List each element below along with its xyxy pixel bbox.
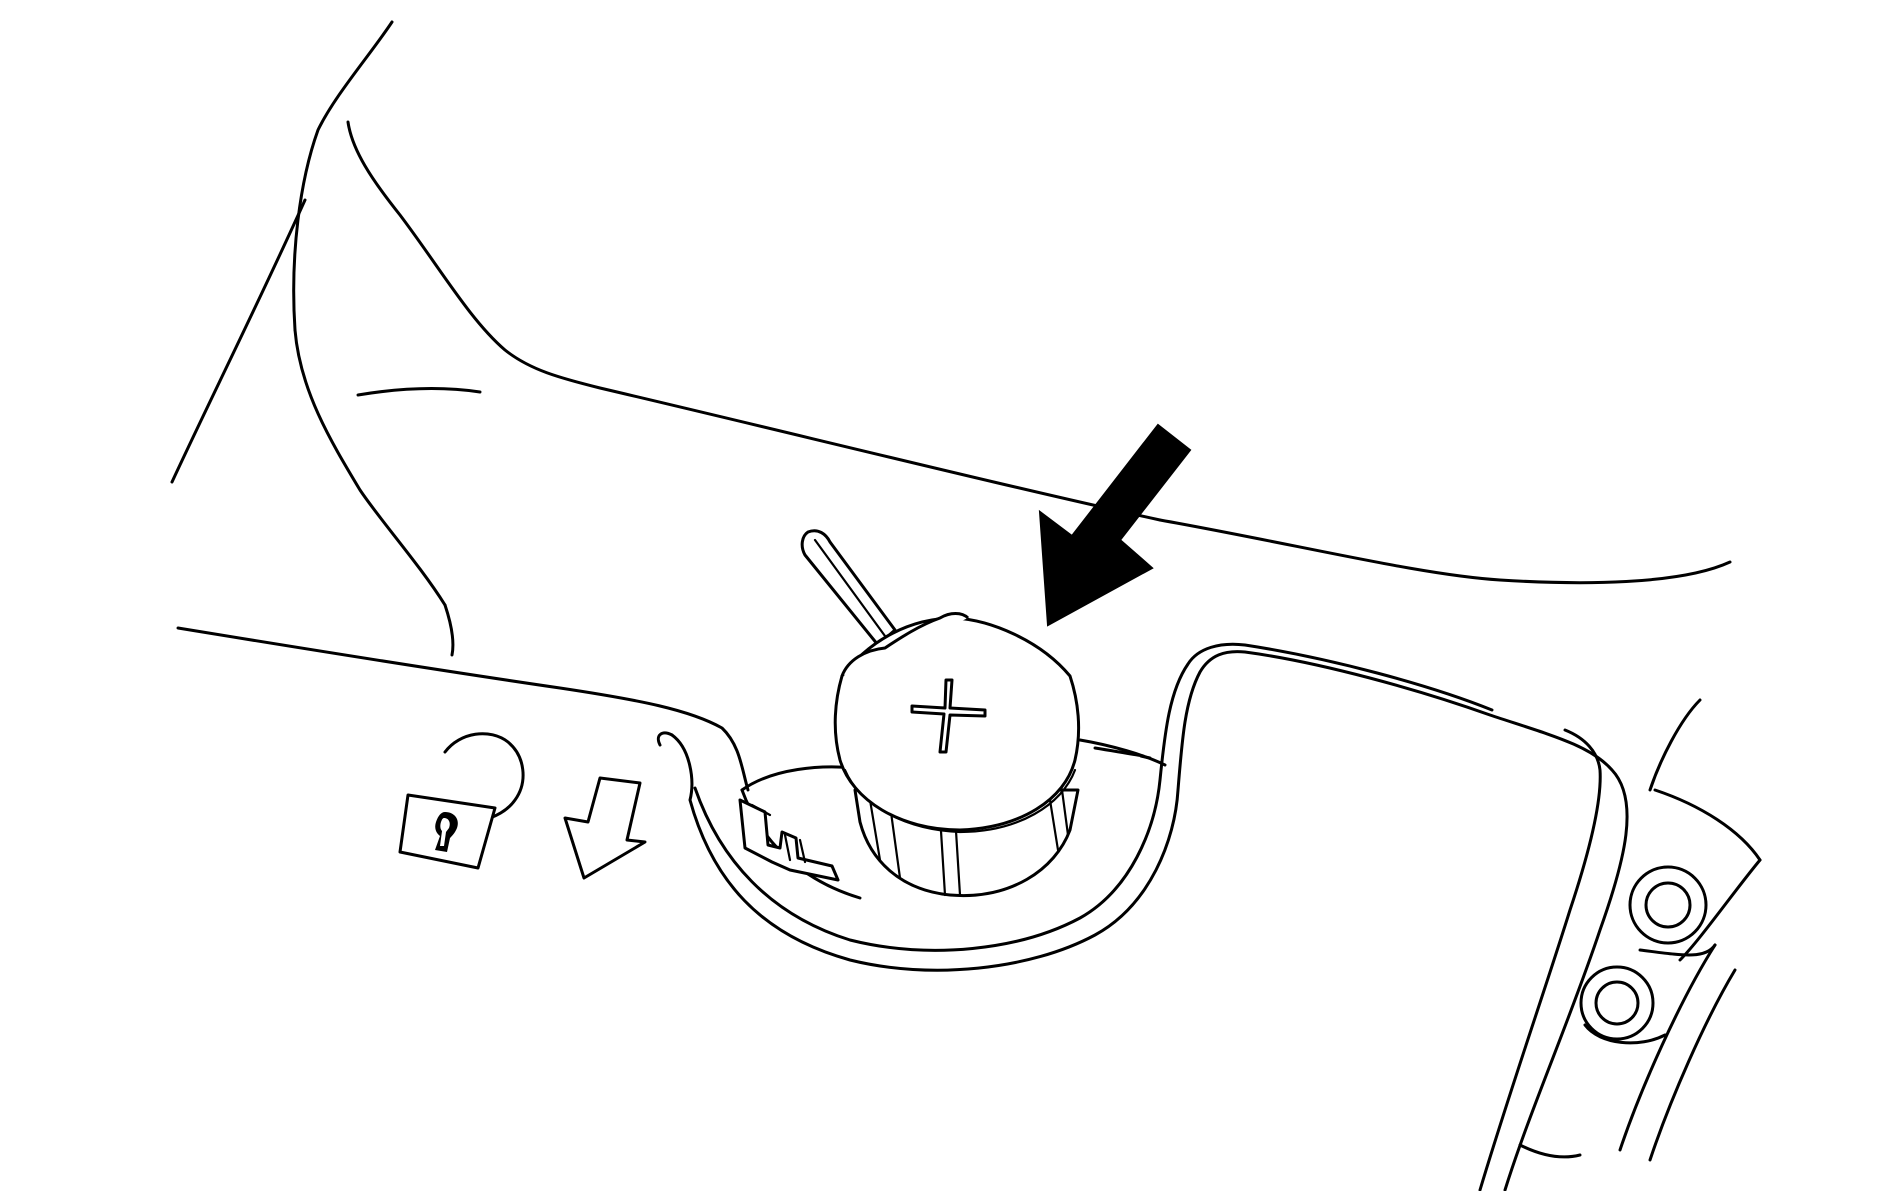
phillips-cross-icon [910,678,987,754]
recess-floor [738,738,1167,900]
upper-trim-panel [170,20,1732,657]
callout-arrow-icon [1038,423,1192,627]
unlock-padlock-icon [398,732,525,870]
push-pin-retainer [833,612,1081,898]
mounting-bracket [1518,698,1762,1162]
screwdriver [800,529,897,647]
lower-cover [176,626,1629,1191]
down-arrow-icon [563,776,647,880]
